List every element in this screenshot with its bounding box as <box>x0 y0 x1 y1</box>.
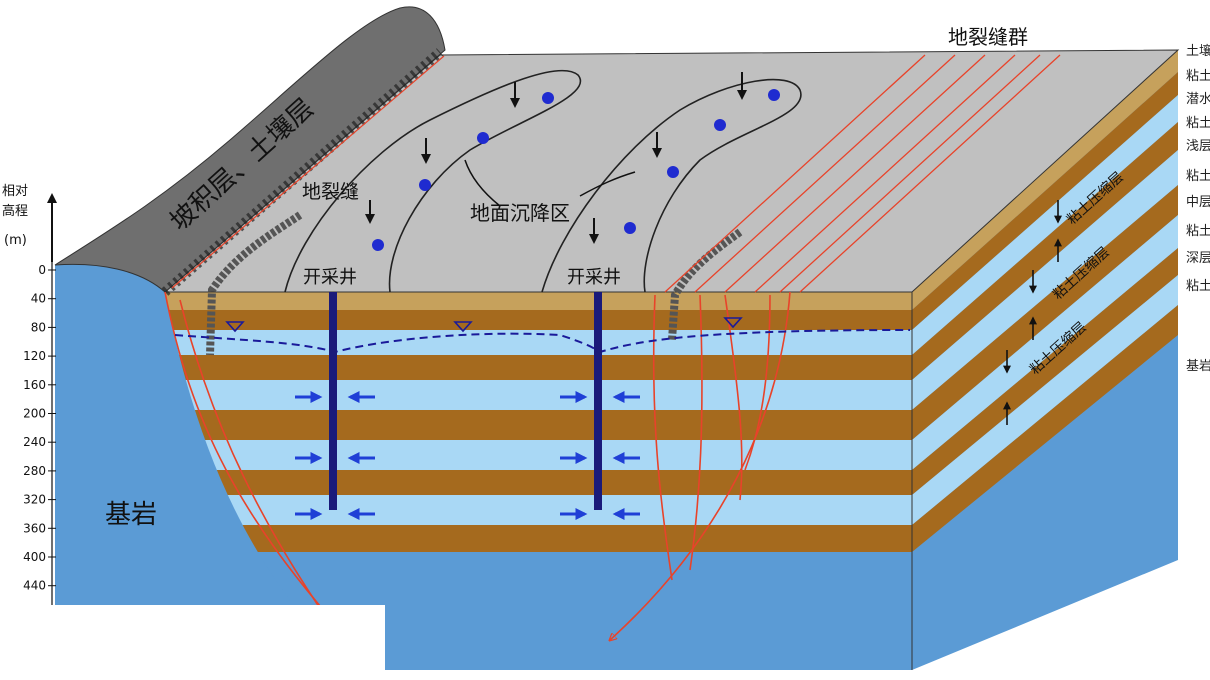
subsidence-dots <box>372 89 780 251</box>
fissure-group-lines <box>664 54 1061 293</box>
fissure-group-label: 地裂缝群 <box>948 25 1028 49</box>
side-legend-item: 基岩 <box>1186 359 1210 374</box>
axis-unit: (m) <box>4 233 27 248</box>
corner-mask <box>0 605 385 680</box>
axis-tick-label: 120 <box>23 349 46 363</box>
axis-tick-label: 400 <box>23 550 46 564</box>
axis-tick-label: 240 <box>23 435 46 449</box>
axis-tick-label: 40 <box>31 292 46 306</box>
water-table <box>174 329 911 354</box>
axis-tick-label: 360 <box>23 521 46 535</box>
axis-title-line1: 相对 <box>2 184 28 199</box>
side-legend-item: 深层 <box>1186 251 1210 266</box>
axis-title-line2: 高程 <box>2 203 28 219</box>
ground-fissure-left <box>206 211 303 356</box>
bedrock-label: 基岩 <box>105 500 157 530</box>
subsidence-zone-right <box>541 78 802 293</box>
side-legend-item: 浅层 <box>1186 139 1210 154</box>
side-legend-item: 潜水 <box>1186 92 1210 107</box>
subsidence-label: 地面沉降区 <box>470 201 570 225</box>
axis-tick-label: 320 <box>23 493 46 507</box>
axis-tick-label: 160 <box>23 378 46 392</box>
ground-fissure-right <box>668 228 743 341</box>
ground-fissure-label: 地裂缝 <box>302 181 359 203</box>
side-legend-item: 土壤 <box>1186 43 1210 59</box>
axis-tick-label: 0 <box>38 263 46 277</box>
colluvium-ridge <box>54 6 446 293</box>
axis-tick-label: 200 <box>23 407 46 421</box>
right-strata <box>912 50 1178 552</box>
settlement-arrows <box>365 72 747 244</box>
well-right-label: 开采井 <box>567 267 621 288</box>
axis-tick-label: 280 <box>23 464 46 478</box>
water-level-symbols <box>225 317 743 333</box>
axis-tick-label: 440 <box>23 579 46 593</box>
well-left-label: 开采井 <box>303 267 357 288</box>
well-left <box>329 292 337 510</box>
axis-tick-labels: 04080120160200240280320360400440500 <box>23 263 46 621</box>
side-legend-item: 粘土 <box>1186 69 1210 84</box>
side-legend-item: 中层 <box>1186 195 1210 210</box>
side-legend-item: 粘土 <box>1186 279 1210 294</box>
side-legend-item: 粘土 <box>1186 224 1210 239</box>
side-legend-item: 粘土 <box>1186 116 1210 131</box>
well-right <box>594 292 602 510</box>
axis-tick-label: 80 <box>31 320 46 334</box>
flow-arrows <box>295 391 640 520</box>
side-legend-item: 粘土 <box>1186 169 1210 184</box>
bedrock-hill <box>55 238 165 670</box>
compression-arrows <box>1003 200 1062 425</box>
